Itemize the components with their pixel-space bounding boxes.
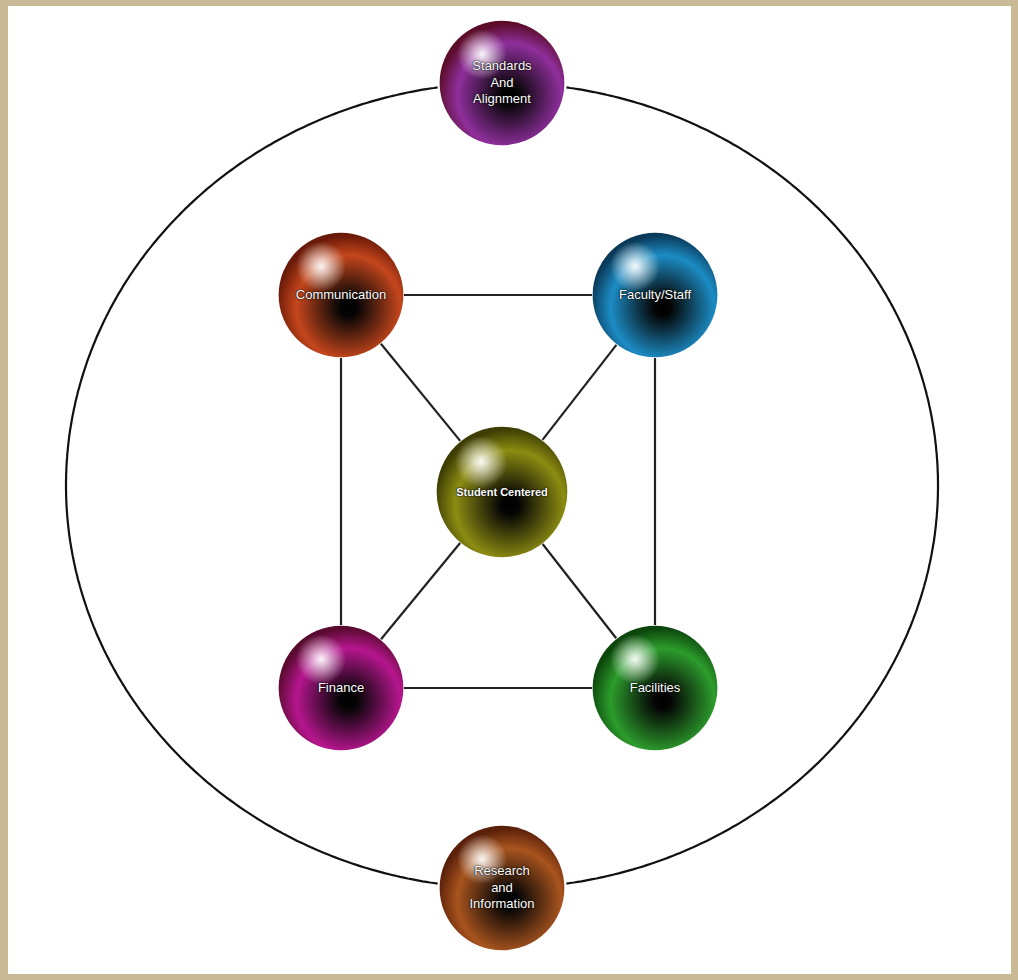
connector-line — [543, 544, 617, 638]
sphere-node: Finance — [278, 625, 404, 751]
connector-line — [404, 687, 592, 689]
node-label-group: Research and Information — [462, 863, 542, 914]
node-label-group: Faculty/Staff — [600, 287, 710, 304]
node-label-group: Finance — [286, 680, 396, 697]
sphere-node: Student Centered — [436, 426, 568, 558]
node-label: Student Centered — [443, 485, 561, 499]
connector-line — [340, 358, 342, 625]
node-label-group: Student Centered — [443, 485, 561, 499]
node-label-group: Facilities — [600, 680, 710, 697]
connector-line — [381, 344, 460, 441]
ring-arc — [566, 87, 938, 883]
connector-line — [381, 543, 460, 639]
ring-arc — [66, 87, 438, 883]
node-label-group: Communication — [286, 287, 396, 304]
connector-line — [654, 358, 656, 625]
node-label: Finance — [286, 680, 396, 697]
node-label-group: Standards And Alignment — [465, 58, 539, 109]
node-label: Faculty/Staff — [600, 287, 710, 304]
sphere-node: Communication — [278, 232, 404, 358]
node-label: Standards And Alignment — [465, 58, 539, 109]
node-label: Communication — [286, 287, 396, 304]
sphere-node: Facilities — [592, 625, 718, 751]
node-label: Facilities — [600, 680, 710, 697]
connector-line — [404, 294, 592, 296]
node-label: Research and Information — [462, 863, 542, 914]
sphere-node: Standards And Alignment — [439, 20, 565, 146]
connector-line — [543, 345, 617, 440]
sphere-node: Faculty/Staff — [592, 232, 718, 358]
sphere-node: Research and Information — [439, 825, 565, 951]
